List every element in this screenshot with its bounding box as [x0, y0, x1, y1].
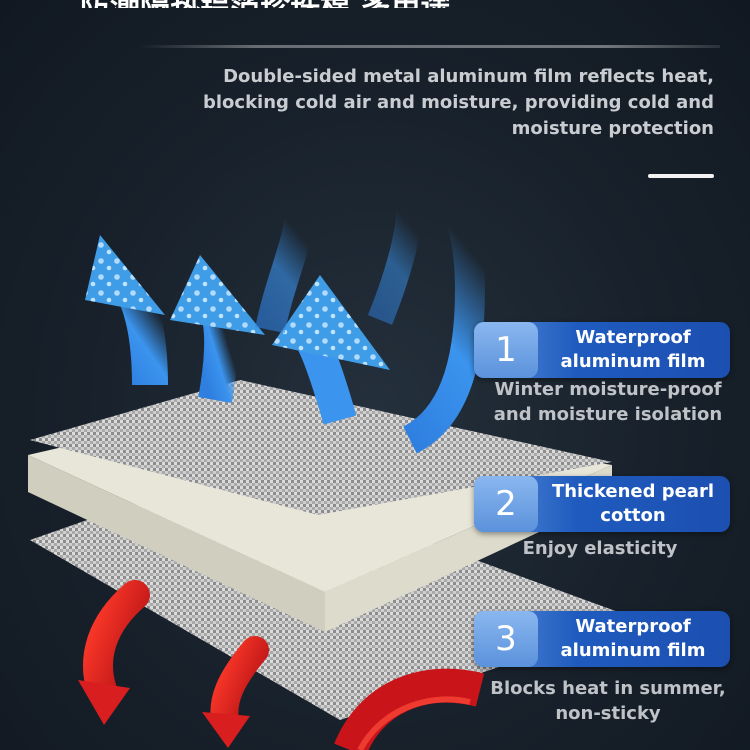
layer-2-title: Thickened pearl cotton [551, 481, 715, 526]
cut-off-heading: 防潮隔热铝箔珍珠棉 多用途 [80, 0, 680, 8]
layer-3-title: Waterproof aluminum film [560, 616, 706, 661]
layer-1-card: 1 Waterproof aluminum film [474, 322, 730, 378]
layer-2-card: 2 Thickened pearl cotton [474, 476, 730, 532]
cold-air-arrow-icon [85, 189, 486, 454]
layer-2-number: 2 [474, 476, 538, 532]
divider [648, 174, 714, 178]
layer-1-description: Winter moisture-proof and moisture isola… [493, 379, 723, 425]
layer-1-title: Waterproof aluminum film [560, 327, 706, 372]
layer-1-foil [30, 380, 612, 515]
layer-3-card: 3 Waterproof aluminum film [474, 611, 730, 667]
layer-2-description: Enjoy elasticity [522, 538, 678, 559]
intro-text: Double-sided metal aluminum film reflect… [203, 66, 714, 139]
layer-3-description: Blocks heat in summer, non-sticky [490, 678, 726, 724]
cut-off-subheading [140, 42, 720, 50]
layer-3-number: 3 [474, 611, 538, 667]
heat-arrow-icon [78, 580, 485, 750]
layer-1-number: 1 [474, 322, 538, 378]
